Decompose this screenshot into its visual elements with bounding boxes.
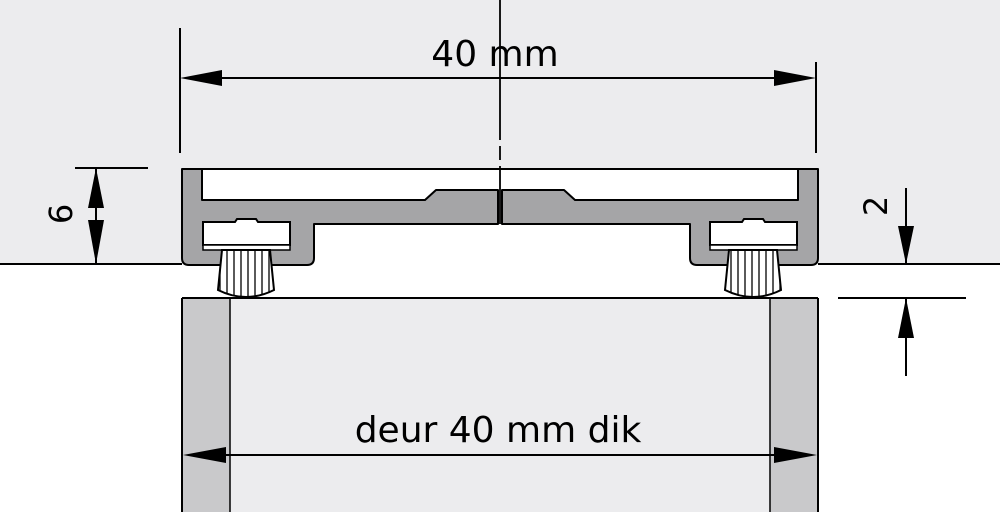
profile-height-dimension: 6 <box>42 167 148 264</box>
door-thickness-dimension: deur 40 mm dik <box>183 410 817 463</box>
right-brush-strip <box>709 218 798 299</box>
top-width-label: 40 mm <box>431 34 558 75</box>
door-thickness-label: deur 40 mm dik <box>355 410 642 451</box>
left-brush-strip <box>202 218 291 299</box>
profile-height-label: 6 <box>42 204 80 224</box>
door-panel <box>181 297 819 512</box>
gap-label: 2 <box>857 196 895 216</box>
top-width-dimension: 40 mm <box>179 28 817 153</box>
gap-dimension: 2 <box>838 188 966 376</box>
